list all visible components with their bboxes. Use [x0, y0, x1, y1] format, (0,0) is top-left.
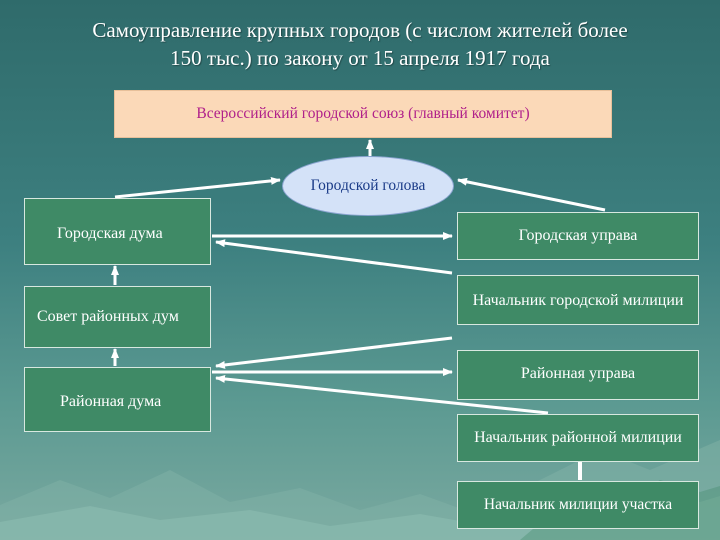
diagram-title: Самоуправление крупных городов (с числом…: [20, 16, 700, 72]
union-main-committee-box: Всероссийский городской союз (главный ко…: [114, 90, 612, 138]
city-militia-chief-box: Начальник городской милиции: [457, 275, 699, 325]
title-line-2: 150 тыс.) по закону от 15 апреля 1917 го…: [170, 46, 550, 70]
city-militia-chief-label: Начальник городской милиции: [472, 292, 684, 309]
arrow-district-uprava-to-council: [215, 336, 453, 369]
district-uprava-label: Районная управа: [520, 365, 636, 382]
mayor-ellipse: Городской голова: [282, 156, 454, 216]
city-uprava-label: Городская управа: [518, 227, 638, 244]
precinct-militia-chief-box: Начальник милиции участка: [457, 481, 699, 529]
district-militia-chief-label: Начальник районной милиции: [474, 429, 682, 446]
arrow-militia-to-duma: [215, 239, 453, 275]
union-label: Всероссийский городской союз (главный ко…: [196, 105, 530, 122]
mayor-label: Городской голова: [310, 177, 426, 194]
arrow-duma-to-mayor: [114, 176, 281, 199]
city-duma-box: Городская дума: [24, 198, 211, 265]
arrow-uprava-to-mayor: [457, 177, 606, 212]
district-duma-label: Районная дума: [60, 393, 162, 410]
district-council-label: Совет районных дум: [37, 308, 179, 325]
precinct-militia-chief-label: Начальник милиции участка: [483, 496, 673, 513]
city-uprava-box: Городская управа: [457, 212, 699, 260]
district-council-box: Совет районных дум: [24, 286, 211, 348]
district-uprava-box: Районная управа: [457, 350, 699, 400]
district-militia-chief-box: Начальник районной милиции: [457, 414, 699, 462]
district-duma-box: Районная дума: [24, 367, 211, 432]
city-duma-label: Городская дума: [57, 225, 163, 242]
title-line-1: Самоуправление крупных городов (с числом…: [92, 18, 628, 42]
